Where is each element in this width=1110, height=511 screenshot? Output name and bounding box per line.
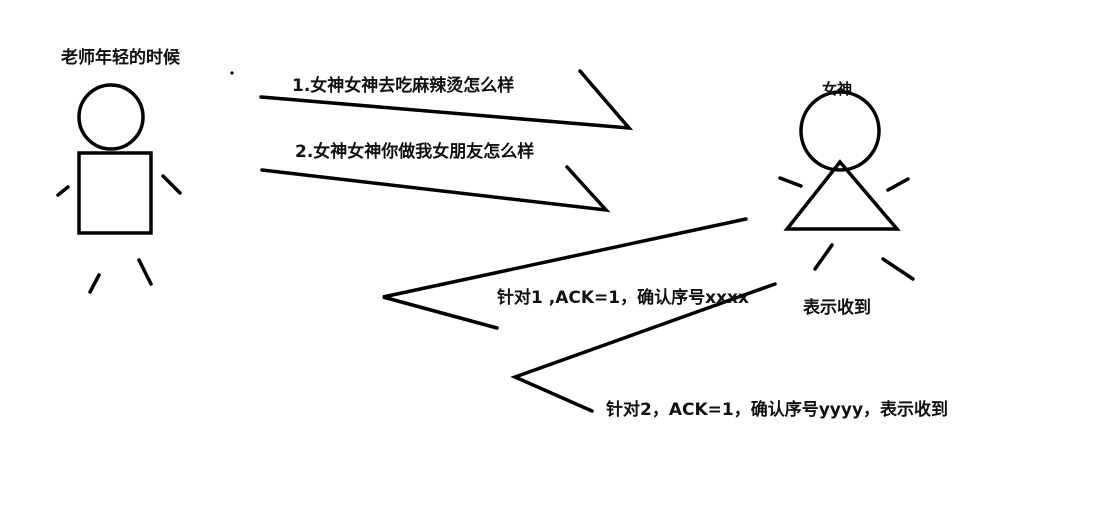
teacher-left-arm bbox=[56, 185, 70, 197]
teacher-right-leg bbox=[137, 258, 153, 286]
goddess-right-arm bbox=[886, 177, 910, 192]
teacher-body bbox=[77, 151, 153, 235]
message-1-arrow bbox=[259, 69, 634, 131]
teacher-figure bbox=[56, 83, 182, 294]
teacher-label: 老师年轻的时候 bbox=[61, 48, 180, 68]
teacher-left-leg bbox=[88, 273, 101, 294]
message-2-label: 2.女神女神你做我女朋友怎么样 bbox=[295, 142, 535, 162]
message-1-label: 1.女神女神去吃麻辣烫怎么样 bbox=[292, 76, 515, 96]
goddess-right-leg bbox=[881, 257, 915, 281]
teacher-head bbox=[77, 83, 145, 151]
goddess-left-arm bbox=[778, 176, 803, 188]
goddess-body bbox=[783, 159, 901, 231]
ack-1-arrow bbox=[382, 217, 748, 330]
ack-1-label: 针对1 ,ACK=1，确认序号xxxx bbox=[497, 288, 749, 308]
ack-1-suffix-label: 表示收到 bbox=[803, 298, 871, 318]
goddess-figure bbox=[778, 90, 915, 281]
ack-2-arrow bbox=[510, 282, 777, 413]
goddess-label: 女神 bbox=[822, 80, 853, 98]
goddess-head bbox=[799, 90, 881, 172]
stray-dot bbox=[230, 71, 234, 75]
teacher-right-arm bbox=[161, 174, 182, 195]
message-2-arrow bbox=[260, 165, 611, 213]
ack-2-label: 针对2，ACK=1，确认序号yyyy，表示收到 bbox=[606, 400, 949, 420]
goddess-left-leg bbox=[813, 243, 834, 271]
